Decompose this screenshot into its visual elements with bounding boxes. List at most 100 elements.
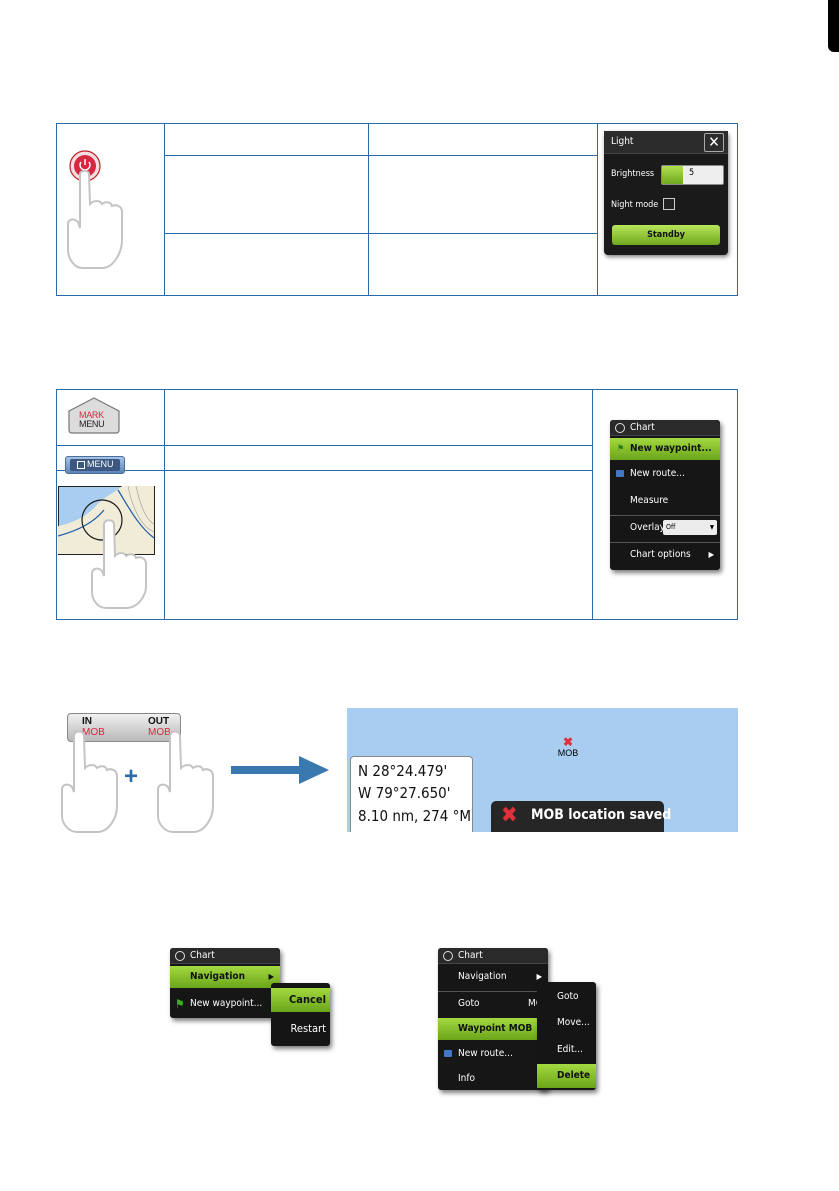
- chart-press-illustration: [58, 486, 155, 609]
- mob-marker: ✖ MOB: [553, 736, 583, 770]
- menu-table: [56, 389, 738, 620]
- waypoint-flag-icon: ⚑: [617, 444, 625, 454]
- standby-label: Standby: [647, 230, 685, 240]
- brightness-value: 5: [689, 168, 695, 178]
- out-mob-label: MOB: [148, 727, 171, 738]
- hand-icon: [67, 170, 123, 269]
- close-icon[interactable]: ✕: [704, 133, 724, 152]
- power-key-hand-illustration: [67, 150, 123, 269]
- table-cell: [368, 123, 598, 156]
- position-readout-panel: N 28°24.479' W 79°27.650' 8.10 nm, 274 °…: [350, 756, 473, 832]
- page-edge-tab: [828, 0, 839, 52]
- mob-double-press-hands: [61, 730, 214, 833]
- menu-item-new-waypoint[interactable]: ⚑New waypoint...: [610, 438, 720, 460]
- hand-icon: [91, 519, 147, 609]
- mob-icon: ✖: [501, 803, 518, 828]
- menu-item-navigation[interactable]: Navigation▶: [170, 966, 280, 988]
- latitude-readout: N 28°24.479': [358, 762, 448, 780]
- submenu-arrow-icon: ▶: [268, 972, 274, 981]
- navigation-submenu: Cancel Restart: [271, 983, 330, 1046]
- menu-item-navigation[interactable]: Navigation▶: [438, 966, 548, 988]
- submenu-arrow-icon: ▶: [708, 550, 714, 559]
- menu-item-new-waypoint[interactable]: ⚑New waypoint...: [170, 993, 280, 1015]
- plus-sign: +: [124, 763, 139, 790]
- power-table: [56, 123, 738, 296]
- out-key-label: OUT: [148, 716, 170, 727]
- mob-menu-header: Chart: [438, 948, 548, 964]
- chart-gear-icon: [443, 951, 453, 961]
- submenu-item-edit[interactable]: Edit...: [557, 1044, 583, 1055]
- menu-item-new-route[interactable]: New route...: [610, 463, 720, 485]
- mob-key-bar[interactable]: IN MOB OUT MOB: [67, 713, 181, 742]
- hand-icon: [61, 730, 118, 833]
- table-cell: [164, 123, 369, 156]
- menu-key-icon: [77, 461, 85, 469]
- power-icon: [74, 155, 96, 177]
- mob-marker-icon: ✖: [562, 735, 574, 749]
- submenu-item-delete[interactable]: Delete: [537, 1064, 596, 1088]
- light-dialog: Light ✕ Brightness 5 Night mode Standby: [604, 131, 728, 255]
- light-dialog-header: Light ✕: [604, 131, 728, 154]
- table-cell: [368, 233, 598, 296]
- mark-menu-key[interactable]: MARK MENU: [67, 397, 121, 434]
- range-bearing-readout: 8.10 nm, 274 °M: [358, 807, 472, 825]
- in-mob-label: MOB: [82, 727, 105, 738]
- table-cell: [368, 155, 598, 234]
- menu-key-label: MENU: [79, 419, 105, 429]
- table-cell: [164, 389, 593, 446]
- overlay-select[interactable]: Off▼: [663, 520, 717, 535]
- mob-marker-label: MOB: [557, 748, 579, 758]
- longitude-readout: W 79°27.650': [358, 784, 451, 802]
- navigation-context-menu: Chart Navigation▶ ⚑New waypoint...: [170, 948, 280, 1018]
- nav-menu-title: Chart: [190, 950, 215, 961]
- light-dialog-title: Light: [611, 136, 634, 147]
- table-cell: [164, 470, 593, 620]
- submenu-item-goto[interactable]: Goto: [557, 991, 579, 1002]
- submenu-item-cancel[interactable]: Cancel: [271, 988, 330, 1012]
- table-cell: [164, 155, 369, 234]
- dropdown-arrow-icon: ▼: [709, 524, 714, 531]
- table-cell: [164, 445, 593, 471]
- submenu-item-move[interactable]: Move...: [557, 1017, 590, 1028]
- menu-item-info[interactable]: Info: [458, 1073, 476, 1084]
- light-dialog-cell: [597, 123, 738, 296]
- submenu-item-restart[interactable]: Restart: [290, 1022, 326, 1035]
- brightness-slider[interactable]: 5: [661, 165, 724, 185]
- waypoint-flag-icon: ⚑: [175, 997, 185, 1011]
- menu-item-new-route[interactable]: New route...: [438, 1043, 548, 1065]
- mob-submenu: Goto Move... Edit... Delete: [537, 982, 596, 1090]
- hand-icon: [157, 730, 214, 833]
- in-key-label: IN: [82, 716, 92, 727]
- menu-item-waypoint-mob[interactable]: Waypoint MOB: [438, 1018, 548, 1040]
- mob-chart-screen: ✖ MOB N 28°24.479' W 79°27.650' 8.10 nm,…: [347, 708, 738, 832]
- mark-key-label: MARK: [79, 410, 104, 420]
- arrow-right-icon: [231, 756, 329, 784]
- submenu-arrow-icon: ▶: [536, 972, 542, 981]
- chart-menu-header: Chart: [610, 420, 720, 436]
- table-cell: [164, 233, 369, 296]
- mob-menu-title: Chart: [458, 950, 483, 961]
- route-icon: [444, 1050, 452, 1057]
- mob-saved-text: MOB location saved: [531, 807, 672, 823]
- night-mode-label: Night mode: [611, 200, 659, 210]
- menu-item-measure[interactable]: Measure: [630, 495, 669, 506]
- menu-item-overlay[interactable]: Overlay Off▼: [610, 517, 720, 539]
- chart-menu-cell: [592, 389, 738, 620]
- nav-menu-header: Chart: [170, 948, 280, 964]
- chart-menu-title: Chart: [630, 422, 655, 433]
- standby-button[interactable]: Standby: [612, 225, 720, 245]
- night-mode-checkbox[interactable]: [663, 198, 675, 210]
- chart-gear-icon: [175, 951, 185, 961]
- brightness-label: Brightness: [611, 169, 655, 179]
- menu-item-chart-options[interactable]: Chart options▶: [610, 544, 720, 566]
- mob-saved-toast: ✖ MOB location saved: [491, 801, 671, 832]
- range-ring: [81, 499, 123, 541]
- route-icon: [616, 470, 624, 477]
- menu-key-text: MENU: [87, 459, 114, 469]
- chart-gear-icon: [615, 423, 625, 433]
- chart-context-menu: Chart ⚑New waypoint... New route... Meas…: [610, 420, 720, 570]
- brightness-slider-fill: [662, 166, 684, 184]
- menu-key[interactable]: MENU: [65, 456, 125, 474]
